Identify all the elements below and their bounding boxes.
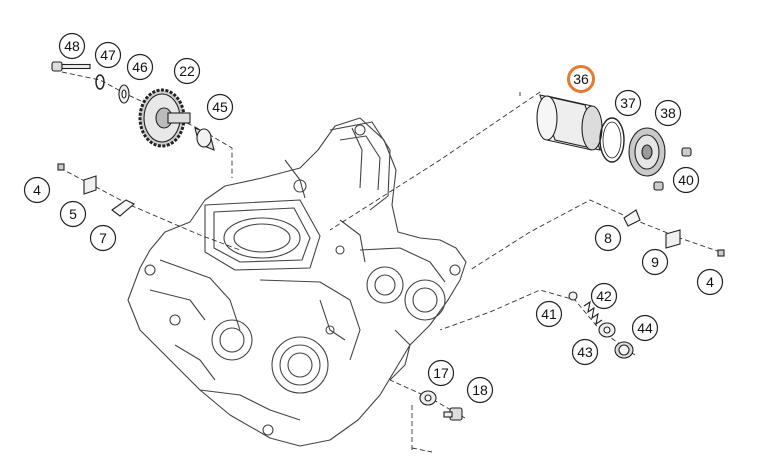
callout-number: 7 [99, 230, 107, 246]
callout-4: 4 [696, 268, 724, 296]
callout-number: 37 [620, 95, 636, 111]
part-41-ball [568, 291, 578, 301]
part-17-seal [419, 390, 437, 406]
callout-circle [672, 166, 700, 194]
callout-circle [58, 32, 86, 60]
callout-number: 17 [433, 365, 449, 381]
part-38-filter-cover [628, 127, 666, 177]
callout-number: 47 [100, 47, 116, 63]
callout-37: 37 [614, 89, 642, 117]
callout-circle [614, 89, 642, 117]
callout-41: 41 [535, 300, 563, 328]
part-7-gasket-left [111, 199, 135, 217]
callout-48: 48 [58, 32, 86, 60]
callout-circle [696, 268, 724, 296]
callout-circle [89, 224, 117, 252]
part-48-bolt [51, 61, 91, 72]
callout-circle [590, 282, 618, 310]
callout-circle [567, 65, 595, 93]
callout-45: 45 [206, 93, 234, 121]
part-42-spring [583, 300, 603, 326]
callout-17: 17 [427, 359, 455, 387]
callout-number: 45 [212, 99, 228, 115]
callout-circle [571, 338, 599, 366]
callout-number: 44 [637, 320, 653, 336]
callout-18: 18 [466, 376, 494, 404]
part-9-plate-right [665, 229, 681, 249]
callout-number: 4 [33, 182, 41, 198]
callout-5: 5 [59, 200, 87, 228]
callout-number: 38 [660, 105, 676, 121]
part-46-washer [118, 84, 130, 104]
callout-number: 5 [69, 206, 77, 222]
part-4-screw-right [717, 249, 725, 257]
callout-circle [535, 300, 563, 328]
callout-circle [641, 248, 669, 276]
callout-40: 40 [672, 166, 700, 194]
part-44-plug [614, 341, 634, 359]
callout-7: 7 [89, 224, 117, 252]
callout-circle [427, 359, 455, 387]
callout-number: 46 [132, 59, 148, 75]
part-40-screws [653, 147, 692, 191]
callout-8: 8 [594, 224, 622, 252]
part-36-oil-filter [536, 94, 603, 151]
part-18-plug-screw [443, 407, 463, 421]
part-45-bushing [194, 127, 215, 151]
part-43-washer [598, 322, 616, 338]
callout-circle [126, 53, 154, 81]
callout-38: 38 [654, 99, 682, 127]
callout-number: 36 [573, 71, 589, 87]
part-22-gear [138, 88, 191, 148]
callout-number: 43 [577, 344, 593, 360]
callout-43: 43 [571, 338, 599, 366]
part-47-circlip [95, 74, 105, 90]
callout-47: 47 [94, 41, 122, 69]
callout-46: 46 [126, 53, 154, 81]
callout-number: 48 [64, 38, 80, 54]
parts [51, 61, 725, 421]
part-4-screw-left [57, 163, 65, 171]
callout-44: 44 [631, 314, 659, 342]
callout-circle [654, 99, 682, 127]
callout-number: 4 [706, 274, 714, 290]
callout-number: 40 [678, 172, 694, 188]
callout-number: 41 [541, 306, 557, 322]
callout-circle [23, 176, 51, 204]
callout-circle [173, 57, 201, 85]
callout-number: 42 [596, 288, 612, 304]
part-8-gasket-right [623, 209, 641, 227]
callout-circle [94, 41, 122, 69]
callout-number: 22 [179, 63, 195, 79]
part-5-plate-left [83, 175, 97, 195]
callout-number: 9 [651, 254, 659, 270]
callout-4: 4 [23, 176, 51, 204]
callout-number: 8 [604, 230, 612, 246]
callout-42: 42 [590, 282, 618, 310]
callout-circle [594, 224, 622, 252]
callout-number: 18 [472, 382, 488, 398]
crankcase-drawing [127, 117, 467, 447]
callout-36: 36 [567, 65, 595, 93]
callout-circle [466, 376, 494, 404]
part-37-o-ring [599, 117, 625, 163]
callout-22: 22 [173, 57, 201, 85]
callout-circle [206, 93, 234, 121]
callout-circle [631, 314, 659, 342]
callout-circle [59, 200, 87, 228]
callout-9: 9 [641, 248, 669, 276]
